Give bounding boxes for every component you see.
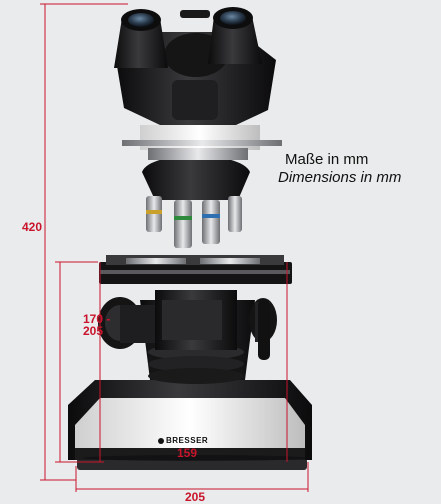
right-eyepiece (208, 7, 262, 64)
brand-logo: BRESSER (158, 437, 208, 445)
left-eyepiece (114, 9, 168, 68)
focus-knobs (98, 297, 277, 360)
stage-plate (99, 255, 292, 284)
dimension-height-total: 420 (22, 220, 43, 234)
condenser (155, 290, 237, 350)
logo-text: BRESSER (166, 436, 209, 445)
dimension-width-total: 205 (185, 490, 206, 504)
logo-mark (158, 437, 164, 444)
dimension-lines (40, 3, 309, 492)
base (68, 380, 312, 470)
head-body (122, 125, 282, 160)
units-label-de: Maße in mm (285, 151, 369, 168)
binocular-head (114, 7, 276, 125)
dimension-height-stage: 170 - 205 (83, 312, 111, 338)
objectives (142, 155, 250, 248)
dimension-width-front: 159 (177, 446, 198, 460)
units-label-en: Dimensions in mm (278, 169, 402, 186)
